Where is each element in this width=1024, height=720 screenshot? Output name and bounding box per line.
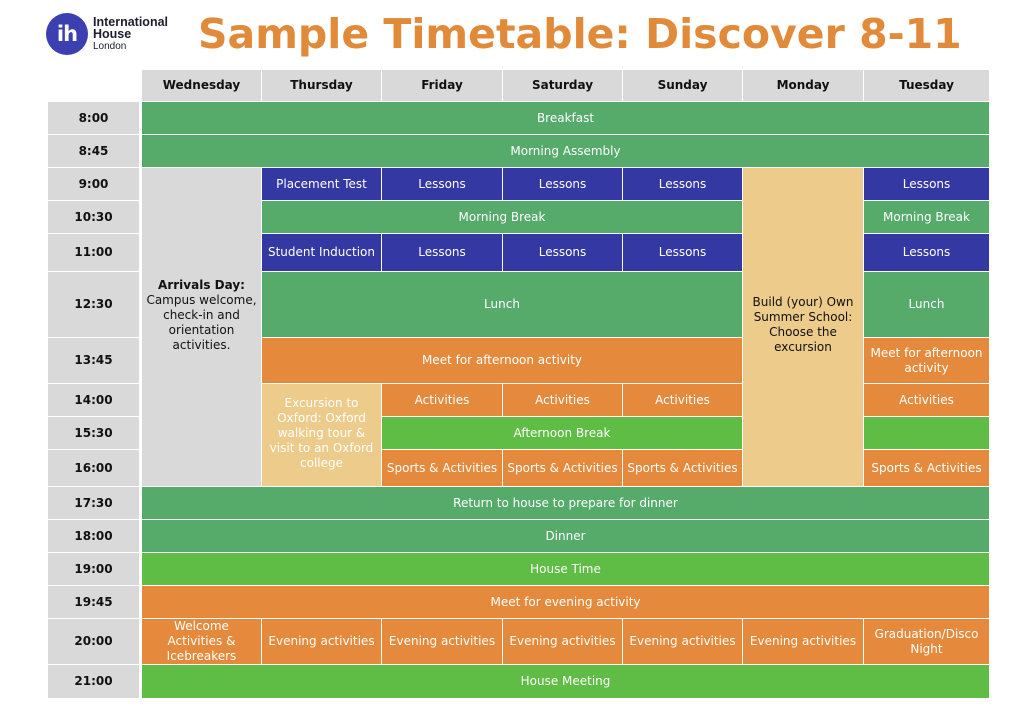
event-cell: Dinner bbox=[142, 520, 989, 552]
event-cell: Morning Break bbox=[262, 201, 742, 233]
event-cell: Sports & Activities bbox=[382, 450, 502, 486]
event-cell: Activities bbox=[382, 384, 502, 416]
event-cell: Lessons bbox=[503, 168, 622, 200]
event-cell: Graduation/Disco Night bbox=[864, 619, 989, 664]
event-cell: Lunch bbox=[864, 272, 989, 337]
time-cell: 9:00 bbox=[48, 168, 139, 200]
day-header: Friday bbox=[382, 70, 502, 101]
time-cell: 15:30 bbox=[48, 417, 139, 449]
event-cell: Build (your) Own Summer School: Choose t… bbox=[743, 168, 863, 486]
event-cell: Meet for afternoon activity bbox=[864, 338, 989, 383]
time-cell: 18:00 bbox=[48, 520, 139, 552]
event-cell: Student Induction bbox=[262, 234, 381, 271]
time-cell: 20:00 bbox=[48, 619, 139, 664]
event-cell: Breakfast bbox=[142, 102, 989, 134]
time-cell: 12:30 bbox=[48, 272, 139, 337]
day-header: Tuesday bbox=[864, 70, 989, 101]
event-cell: Morning Break bbox=[864, 201, 989, 233]
event-cell: Welcome Activities & Icebreakers bbox=[142, 619, 261, 664]
event-cell: Meet for evening activity bbox=[142, 586, 989, 618]
event-cell: Morning Assembly bbox=[142, 135, 989, 167]
time-cell: 19:00 bbox=[48, 553, 139, 585]
event-cell: Evening activities bbox=[262, 619, 381, 664]
event-cell: Sports & Activities bbox=[864, 450, 989, 486]
event-cell: Lessons bbox=[503, 234, 622, 271]
event-cell: Sports & Activities bbox=[503, 450, 622, 486]
event-cell: Activities bbox=[503, 384, 622, 416]
time-cell: 8:45 bbox=[48, 135, 139, 167]
day-header: Sunday bbox=[623, 70, 742, 101]
event-cell: Return to house to prepare for dinner bbox=[142, 487, 989, 519]
event-cell: Evening activities bbox=[503, 619, 622, 664]
day-header: Thursday bbox=[262, 70, 381, 101]
time-cell: 11:00 bbox=[48, 234, 139, 271]
event-cell: Lessons bbox=[382, 234, 502, 271]
time-cell: 21:00 bbox=[48, 665, 139, 698]
event-cell: Arrivals Day:Campus welcome, check-in an… bbox=[142, 168, 261, 486]
event-cell: Lessons bbox=[623, 234, 742, 271]
time-cell: 17:30 bbox=[48, 487, 139, 519]
time-cell: 8:00 bbox=[48, 102, 139, 134]
day-header: Monday bbox=[743, 70, 863, 101]
logo-mark: ih bbox=[46, 13, 88, 55]
event-cell bbox=[864, 417, 989, 449]
event-cell: Lunch bbox=[262, 272, 742, 337]
event-cell: Lessons bbox=[864, 234, 989, 271]
event-cell: Evening activities bbox=[382, 619, 502, 664]
time-cell: 16:00 bbox=[48, 450, 139, 486]
event-cell: Lessons bbox=[382, 168, 502, 200]
event-cell: Activities bbox=[623, 384, 742, 416]
time-cell: 14:00 bbox=[48, 384, 139, 416]
event-cell: House Time bbox=[142, 553, 989, 585]
logo-line-2: House bbox=[93, 27, 132, 41]
event-cell: Evening activities bbox=[623, 619, 742, 664]
time-cell: 19:45 bbox=[48, 586, 139, 618]
logo-text: International House London bbox=[93, 16, 168, 53]
event-cell: Afternoon Break bbox=[382, 417, 742, 449]
event-cell: Sports & Activities bbox=[623, 450, 742, 486]
time-cell: 13:45 bbox=[48, 338, 139, 383]
page-title: Sample Timetable: Discover 8-11 bbox=[198, 10, 962, 58]
logo-line-3: London bbox=[93, 41, 127, 52]
event-cell: Lessons bbox=[623, 168, 742, 200]
event-cell: Meet for afternoon activity bbox=[262, 338, 742, 383]
event-cell: Lessons bbox=[864, 168, 989, 200]
event-text: Campus welcome, check-in and orientation… bbox=[146, 293, 257, 352]
event-cell: Placement Test bbox=[262, 168, 381, 200]
day-header: Wednesday bbox=[142, 70, 261, 101]
logo-line-1: International bbox=[93, 15, 169, 29]
event-cell: Excursion to Oxford: Oxford walking tour… bbox=[262, 384, 381, 486]
time-cell: 10:30 bbox=[48, 201, 139, 233]
event-cell: House Meeting bbox=[142, 665, 989, 698]
event-cell: Evening activities bbox=[743, 619, 863, 664]
event-heading: Arrivals Day: bbox=[158, 278, 245, 292]
day-header: Saturday bbox=[503, 70, 622, 101]
event-cell: Activities bbox=[864, 384, 989, 416]
